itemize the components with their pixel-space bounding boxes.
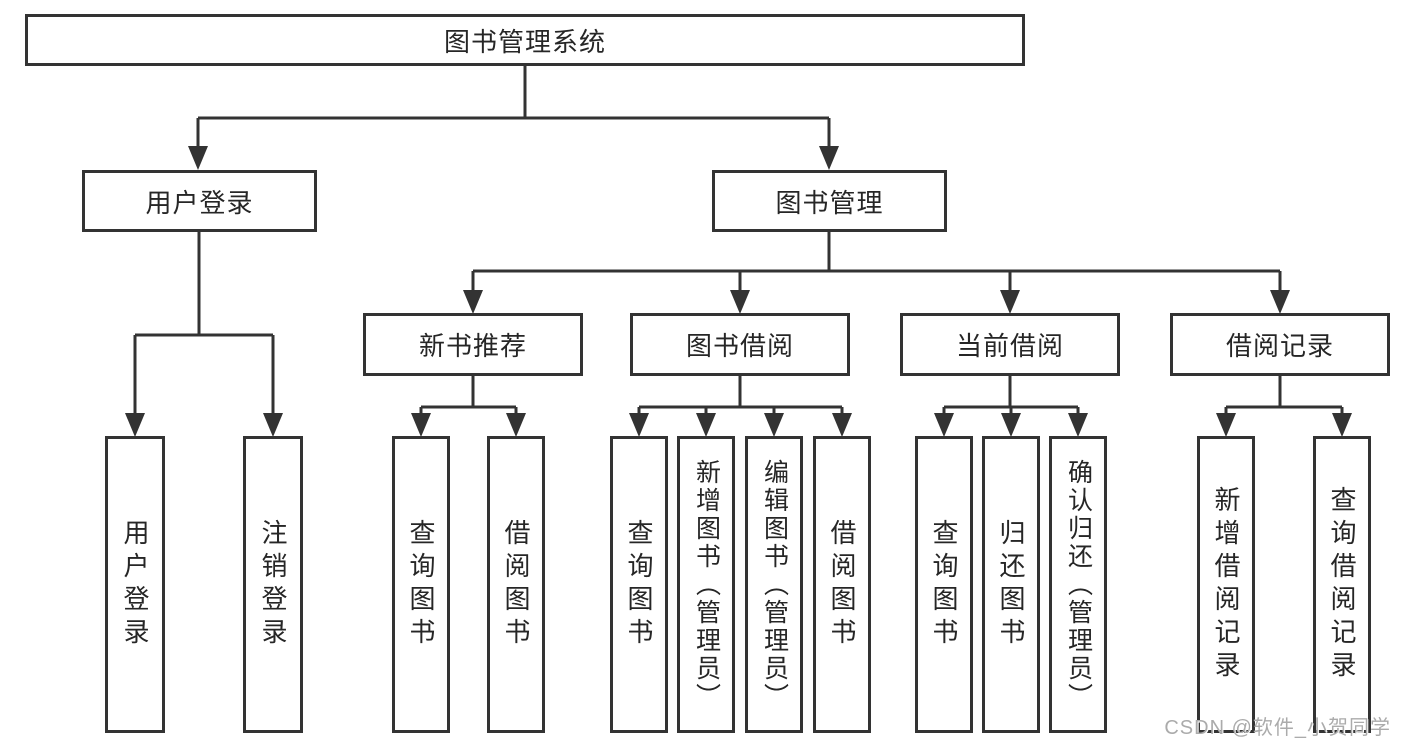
leaf-edit-book-admin-label: 编辑图书（管理员）	[760, 458, 789, 711]
leaf-user-login-label: 用户登录	[120, 518, 150, 651]
node-new-book-recommendation: 新书推荐	[363, 313, 583, 376]
leaf-current-query-books-label: 查询图书	[929, 518, 959, 651]
leaf-recommend-query-books-label: 查询图书	[406, 518, 436, 651]
leaf-recommend-borrow-books-label: 借阅图书	[501, 518, 531, 651]
leaf-query-borrow-record-label: 查询借阅记录	[1327, 485, 1357, 684]
leaf-logout: 注销登录	[243, 436, 303, 733]
node-library-management-system: 图书管理系统	[25, 14, 1025, 66]
leaf-recommend-borrow-books: 借阅图书	[487, 436, 545, 733]
leaf-confirm-return-admin: 确认归还（管理员）	[1049, 436, 1107, 733]
node-book-management: 图书管理	[712, 170, 947, 232]
leaf-return-books: 归还图书	[982, 436, 1040, 733]
leaf-confirm-return-admin-label: 确认归还（管理员）	[1064, 458, 1093, 711]
leaf-recommend-query-books: 查询图书	[392, 436, 450, 733]
leaf-return-books-label: 归还图书	[996, 518, 1026, 651]
node-user-login: 用户登录	[82, 170, 317, 232]
watermark: CSDN @软件_小贺同学	[1164, 717, 1391, 739]
leaf-add-book-admin-label: 新增图书（管理员）	[692, 458, 721, 711]
leaf-add-borrow-record: 新增借阅记录	[1197, 436, 1255, 733]
leaf-add-borrow-record-label: 新增借阅记录	[1211, 485, 1241, 684]
leaf-edit-book-admin: 编辑图书（管理员）	[745, 436, 803, 733]
leaf-user-login: 用户登录	[105, 436, 165, 733]
leaf-logout-label: 注销登录	[258, 518, 288, 651]
node-book-borrowing: 图书借阅	[630, 313, 850, 376]
leaf-borrowing-borrow-books-label: 借阅图书	[827, 518, 857, 651]
leaf-borrowing-query-books: 查询图书	[610, 436, 668, 733]
node-borrowing-records: 借阅记录	[1170, 313, 1390, 376]
leaf-query-borrow-record: 查询借阅记录	[1313, 436, 1371, 733]
leaf-borrowing-query-books-label: 查询图书	[624, 518, 654, 651]
leaf-current-query-books: 查询图书	[915, 436, 973, 733]
node-current-borrowing: 当前借阅	[900, 313, 1120, 376]
leaf-add-book-admin: 新增图书（管理员）	[677, 436, 735, 733]
leaf-borrowing-borrow-books: 借阅图书	[813, 436, 871, 733]
